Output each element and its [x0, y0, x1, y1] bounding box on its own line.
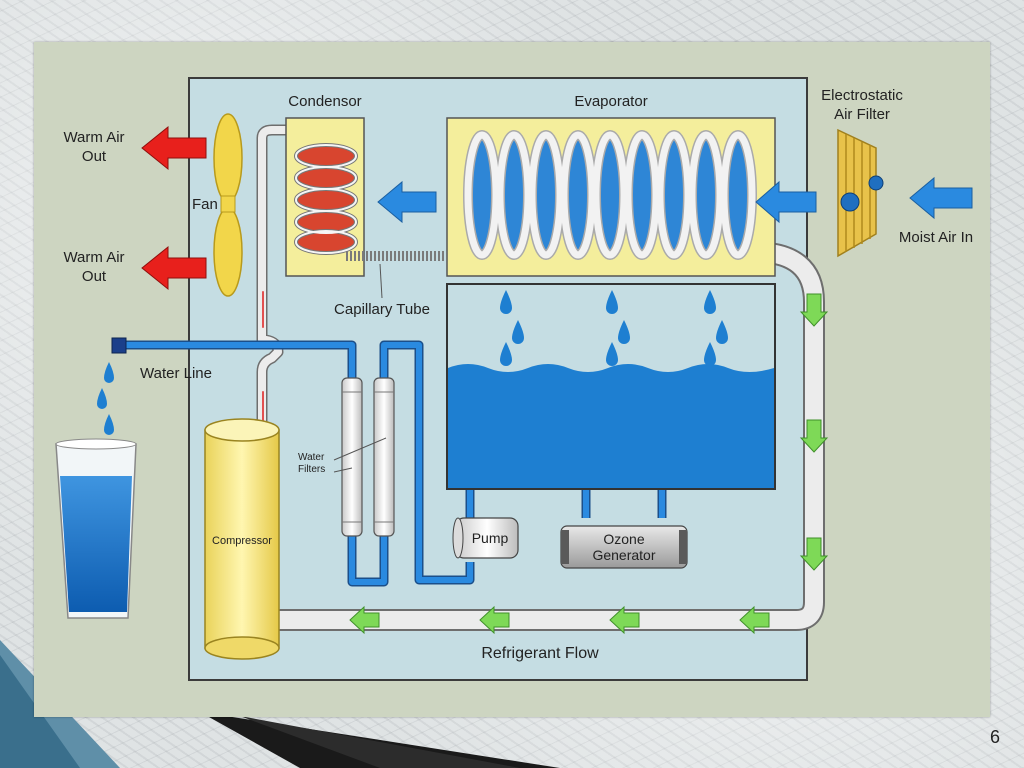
warm-air-out-arrow-top	[141, 125, 207, 171]
water-filters-label-line2: Filters	[298, 464, 325, 475]
moist-air-in-arrow	[909, 176, 973, 220]
evaporator-label: Evaporator	[574, 93, 647, 110]
water-line-nozzle	[111, 337, 127, 354]
dehumidifier-diagram: Condensor Evaporator Electrostatic Air F…	[55, 77, 973, 681]
air-arrow-evap-to-condensor	[377, 180, 437, 224]
electrostatic-label-line2: Air Filter	[834, 106, 890, 123]
ozone-generator	[560, 525, 688, 569]
warm-air-top-label-line1: Warm Air	[63, 129, 124, 146]
water-filters-label-line1: Water	[298, 452, 325, 463]
page-number: 6	[989, 727, 1000, 747]
evaporator-coil	[463, 130, 757, 260]
compressor	[204, 418, 280, 660]
ozone-generator-label-line2: Generator	[592, 547, 655, 563]
air-arrow-into-evaporator	[755, 180, 817, 224]
refrigerant-flow-arrows	[349, 293, 829, 635]
ozone-generator-label-line1: Ozone	[603, 531, 644, 547]
pump-label: Pump	[472, 530, 509, 546]
warm-air-bottom-label-line2: Out	[82, 268, 107, 285]
pump	[452, 517, 519, 559]
compressor-label: Compressor	[212, 535, 272, 547]
electrostatic-filter	[837, 128, 884, 258]
warm-air-bottom-label-line1: Warm Air	[63, 249, 124, 266]
falling-water-drops	[97, 362, 114, 435]
water-droplets	[500, 290, 728, 366]
water-line-label: Water Line	[140, 365, 212, 382]
fan-icon	[213, 113, 243, 297]
moist-air-in-label: Moist Air In	[899, 229, 973, 246]
warm-air-out-arrow-bottom	[141, 245, 207, 291]
capillary-tube-label: Capillary Tube	[334, 301, 430, 318]
warm-air-top-label-line2: Out	[82, 148, 107, 165]
water-filters	[333, 377, 395, 537]
refrigerant-flow-label: Refrigerant Flow	[481, 645, 599, 662]
slide-frame: Condensor Evaporator Electrostatic Air F…	[34, 42, 990, 717]
water-glass	[55, 438, 137, 619]
fan-label: Fan	[192, 196, 218, 213]
electrostatic-label-line1: Electrostatic	[821, 87, 903, 104]
condensor-label: Condensor	[288, 93, 361, 110]
condensor-coil	[294, 143, 358, 255]
tank-water	[448, 364, 774, 488]
